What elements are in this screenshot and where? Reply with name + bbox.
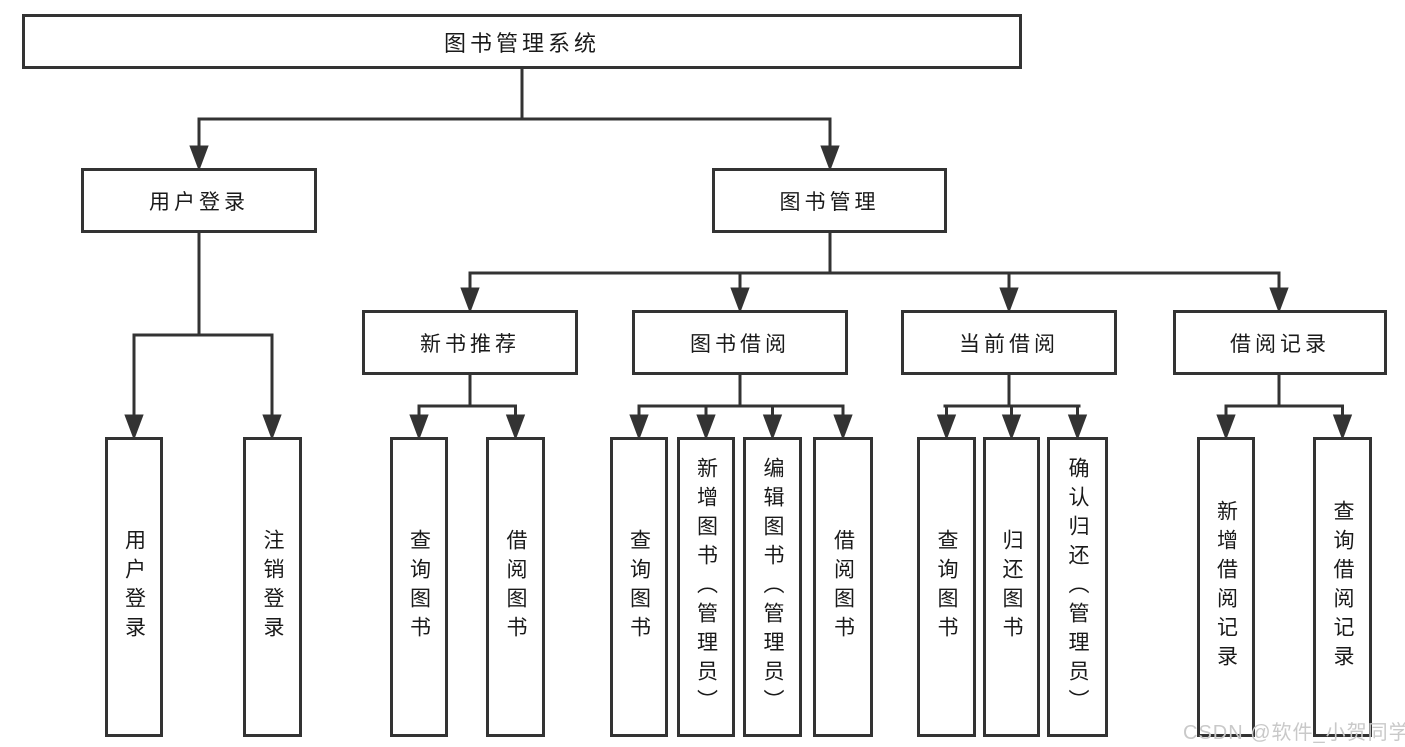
leaf-borrow-books: 借阅图书 — [813, 437, 873, 737]
leaf-edit-book-admin: 编辑图书（管理员） — [743, 437, 802, 737]
connector-lines — [132, 69, 1344, 408]
leaf-borrow-books-recommend: 借阅图书 — [486, 437, 545, 737]
node-new-book-recommendation: 新书推荐 — [362, 310, 578, 375]
leaf-query-books-borrow: 查询图书 — [610, 437, 668, 737]
node-book-management: 图书管理 — [712, 168, 947, 233]
leaf-user-login: 用户登录 — [105, 437, 163, 737]
leaf-add-borrow-record: 新增借阅记录 — [1197, 437, 1255, 737]
connector-arrowheads — [124, 119, 1353, 441]
leaf-add-book-admin: 新增图书（管理员） — [677, 437, 735, 737]
node-current-borrowing: 当前借阅 — [901, 310, 1117, 375]
leaf-logout: 注销登录 — [243, 437, 302, 737]
node-book-borrowing: 图书借阅 — [632, 310, 848, 375]
leaf-return-books: 归还图书 — [983, 437, 1040, 737]
leaf-query-books-current: 查询图书 — [917, 437, 976, 737]
node-user-login: 用户登录 — [81, 168, 317, 233]
csdn-watermark: CSDN @软件_小贺同学 — [1183, 722, 1405, 744]
leaf-query-borrow-record: 查询借阅记录 — [1313, 437, 1372, 737]
node-borrowing-records: 借阅记录 — [1173, 310, 1387, 375]
leaf-confirm-return-admin: 确认归还（管理员） — [1047, 437, 1108, 737]
leaf-query-books-recommend: 查询图书 — [390, 437, 448, 737]
node-library-management-system: 图书管理系统 — [22, 14, 1022, 69]
